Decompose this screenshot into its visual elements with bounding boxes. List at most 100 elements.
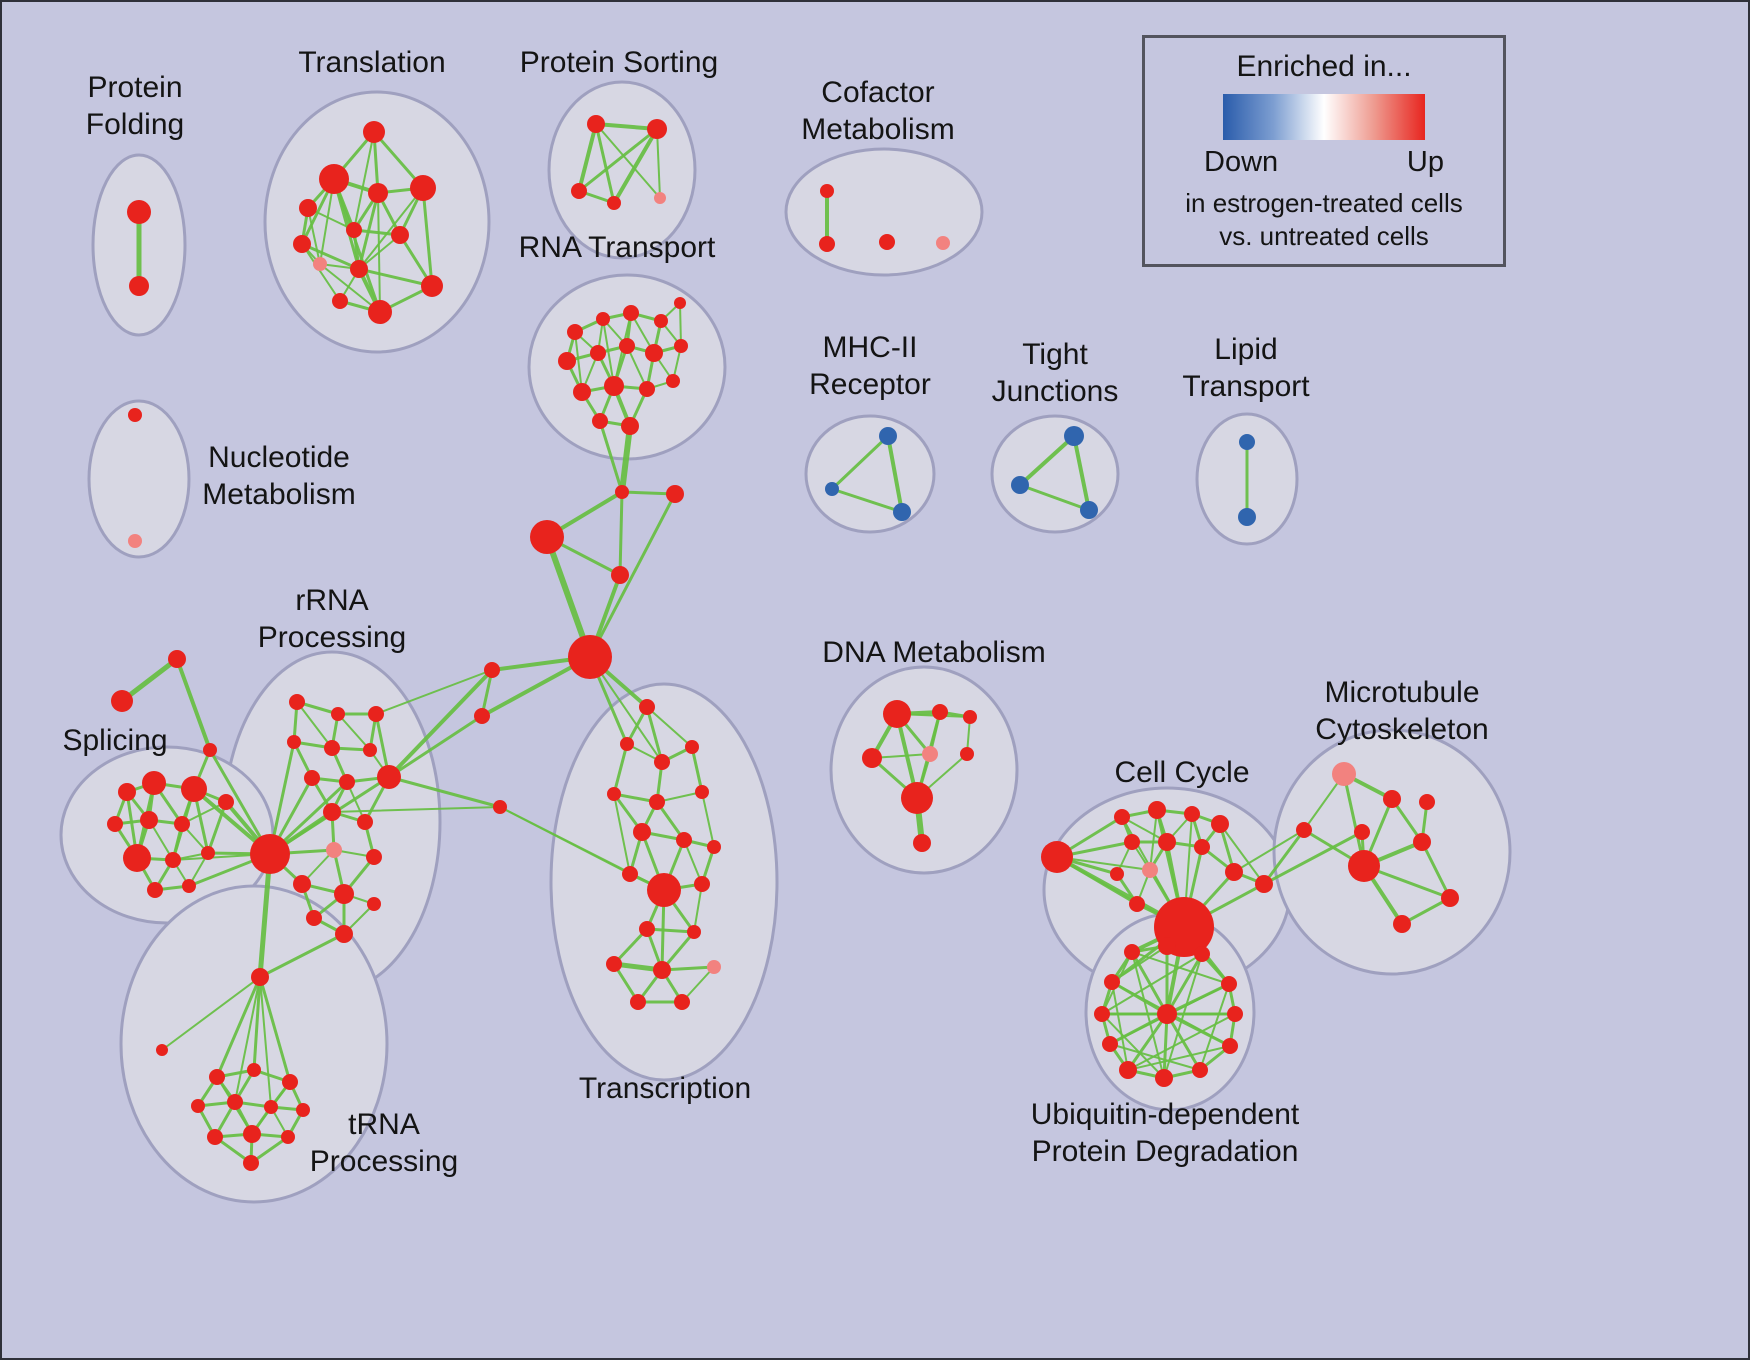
edge-95 xyxy=(387,714,484,779)
gene-set-node-47 xyxy=(493,800,507,814)
gene-set-node-155 xyxy=(1393,915,1411,933)
edge-229 xyxy=(613,793,631,875)
gene-set-node-164 xyxy=(1222,1038,1238,1054)
edge-112 xyxy=(175,657,212,752)
cluster-label-cofactor-metabolism-line1: Cofactor xyxy=(821,76,934,109)
edge-350 xyxy=(1165,982,1231,1016)
gene-set-node-108 xyxy=(685,740,699,754)
cluster-label-protein-sorting-line1: Protein Sorting xyxy=(520,46,718,79)
gene-set-node-94 xyxy=(209,1069,225,1085)
edge-109 xyxy=(1018,483,1091,512)
gene-set-node-131 xyxy=(901,782,933,814)
gene-set-node-4 xyxy=(299,199,317,217)
gene-set-node-162 xyxy=(1227,1006,1243,1022)
cluster-label-microtubule-cytoskeleton-line1: Microtubule xyxy=(1324,676,1479,709)
cluster-label-trna-processing-line2: Processing xyxy=(310,1145,458,1178)
gene-set-node-82 xyxy=(339,774,355,790)
gene-set-node-127 xyxy=(963,710,977,724)
gene-set-node-1 xyxy=(129,276,149,296)
gene-set-node-157 xyxy=(1158,937,1176,955)
gene-set-node-107 xyxy=(654,754,670,770)
gene-set-node-121 xyxy=(653,961,671,979)
gene-set-node-10 xyxy=(313,257,327,271)
edge-194 xyxy=(234,976,261,1103)
gene-set-node-148 xyxy=(1383,790,1401,808)
gene-set-node-22 xyxy=(879,234,895,250)
cluster-label-translation-line1: Translation xyxy=(298,46,445,79)
cluster-label-lipid-transport-line1: Lipid xyxy=(1214,333,1277,366)
gene-set-node-130 xyxy=(960,747,974,761)
legend-context-line1: in estrogen-treated cells xyxy=(1185,188,1463,218)
gene-set-node-120 xyxy=(606,956,622,972)
gene-set-node-15 xyxy=(587,115,605,133)
legend-down-label: Down xyxy=(1204,146,1279,178)
edge-308 xyxy=(1262,828,1306,886)
edge-114 xyxy=(208,748,272,856)
cluster-label-nucleotide-metabolism-line2: Metabolism xyxy=(202,478,355,511)
gene-set-node-7 xyxy=(293,235,311,253)
edge-153 xyxy=(337,713,371,751)
gene-set-node-86 xyxy=(366,849,382,865)
gene-set-node-78 xyxy=(324,740,340,756)
gene-set-node-150 xyxy=(1296,822,1312,838)
cluster-ellipse-microtubule-cytoskeleton xyxy=(1272,728,1512,976)
gene-set-node-24 xyxy=(567,324,583,340)
gene-set-node-17 xyxy=(571,183,587,199)
edge-22 xyxy=(421,186,434,288)
edge-49 xyxy=(574,331,583,393)
edge-367 xyxy=(1162,1012,1169,1080)
edge-221 xyxy=(646,706,693,748)
gene-set-node-81 xyxy=(304,770,320,786)
legend-up-label: Up xyxy=(1406,146,1444,178)
gene-set-node-30 xyxy=(590,345,606,361)
edge-100 xyxy=(387,775,502,809)
edge-150 xyxy=(296,701,333,749)
gene-set-node-52 xyxy=(1011,476,1029,494)
edge-111 xyxy=(119,656,180,704)
gene-set-node-46 xyxy=(474,708,490,724)
cluster-label-dna-metabolism-line1: DNA Metabolism xyxy=(822,636,1045,669)
gene-set-node-66 xyxy=(140,811,158,829)
cluster-label-tight-junctions-line2: Junctions xyxy=(992,375,1119,408)
gene-set-node-37 xyxy=(666,374,680,388)
gene-set-node-25 xyxy=(596,312,610,326)
gene-set-node-114 xyxy=(707,840,721,854)
gene-set-node-62 xyxy=(142,771,166,795)
cluster-label-protein-folding-line1: Protein xyxy=(87,71,182,104)
gene-set-node-156 xyxy=(1124,944,1140,960)
cluster-ellipse-trna-processing xyxy=(119,884,389,1204)
gene-set-node-133 xyxy=(1041,841,1073,873)
gene-set-node-126 xyxy=(932,704,948,720)
gene-set-node-128 xyxy=(862,748,882,768)
gene-set-node-77 xyxy=(287,735,301,749)
gene-set-node-56 xyxy=(128,408,142,422)
gene-set-node-2 xyxy=(363,121,385,143)
gene-set-node-125 xyxy=(883,700,911,728)
gene-set-node-103 xyxy=(281,1130,295,1144)
gene-set-node-41 xyxy=(666,485,684,503)
gene-set-node-31 xyxy=(619,338,635,354)
gene-set-node-23 xyxy=(936,236,950,250)
gene-set-node-80 xyxy=(377,765,401,789)
gene-set-node-106 xyxy=(620,737,634,751)
cluster-label-trna-processing-line1: tRNA xyxy=(348,1108,420,1141)
edge-24 xyxy=(300,242,361,271)
gene-set-node-105 xyxy=(639,699,655,715)
legend-end-labels: Down Up xyxy=(1204,146,1444,179)
gene-set-node-129 xyxy=(922,746,938,762)
gene-set-node-49 xyxy=(825,482,839,496)
edge-25 xyxy=(301,243,341,302)
gene-set-node-84 xyxy=(357,814,373,830)
gene-set-node-152 xyxy=(1413,833,1431,851)
cluster-label-transcription-line1: Transcription xyxy=(579,1072,751,1105)
edge-128 xyxy=(181,801,227,825)
edge-82 xyxy=(619,423,633,495)
edge-188 xyxy=(257,851,273,980)
gene-set-node-32 xyxy=(645,344,663,362)
gene-set-node-63 xyxy=(181,776,207,802)
edge-94 xyxy=(387,668,494,779)
gene-set-node-75 xyxy=(368,706,384,722)
edge-363 xyxy=(1165,1012,1232,1048)
cluster-label-cofactor-metabolism-line2: Metabolism xyxy=(801,113,954,146)
